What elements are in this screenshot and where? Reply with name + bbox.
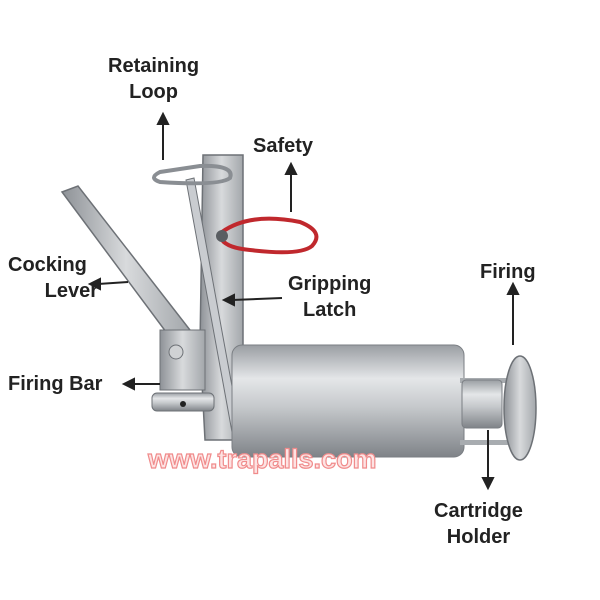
annotation-arrows — [87, 111, 520, 491]
label-safety: Safety — [253, 135, 314, 157]
label-firing-bar: Firing Bar — [8, 373, 103, 395]
label-gripping-latch: Gripping Latch — [288, 271, 371, 323]
label-line: Cocking — [8, 254, 87, 276]
watermark: www.trapalls.com — [147, 443, 377, 474]
label-line: Loop — [129, 81, 178, 103]
cartridge-holder — [461, 379, 503, 429]
hinge-block — [159, 329, 206, 391]
label-cartridge-holder: Cartridge Holder — [434, 498, 523, 550]
label-cocking-lever: Cocking Lever — [8, 252, 98, 304]
label-firing: Firing — [480, 261, 536, 283]
barrel — [231, 344, 465, 458]
retaining-loop — [152, 163, 233, 186]
safety-loop — [220, 216, 319, 255]
firing-plate — [503, 355, 537, 461]
label-line: Latch — [302, 299, 357, 321]
label-line: Gripping — [288, 273, 372, 295]
label-line: Holder — [446, 526, 511, 548]
label-line: Lever — [44, 280, 98, 302]
label-line: Cartridge — [434, 500, 523, 522]
label-line: Retaining — [108, 55, 200, 77]
label-retaining-loop: Retaining Loop — [108, 53, 199, 105]
